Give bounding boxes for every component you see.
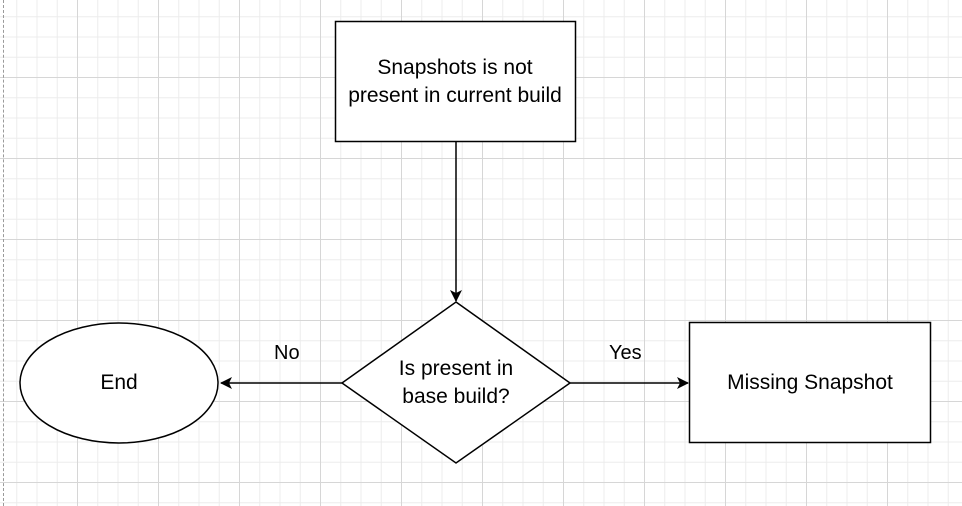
canvas-edge-guide	[3, 0, 4, 506]
decision-label: Is present in base build?	[398, 357, 514, 408]
missing-snapshot-label: Missing Snapshot	[727, 371, 893, 394]
start-process-label: Snapshots is not present in current buil…	[348, 56, 562, 107]
start-process-box[interactable]	[334, 20, 577, 143]
edge-label-no: No	[274, 342, 300, 364]
decision-diamond[interactable]	[340, 301, 572, 464]
missing-snapshot-box[interactable]	[688, 321, 932, 444]
end-label: End	[100, 371, 138, 394]
end-terminator[interactable]	[19, 322, 219, 444]
edge-label-yes: Yes	[609, 342, 642, 364]
